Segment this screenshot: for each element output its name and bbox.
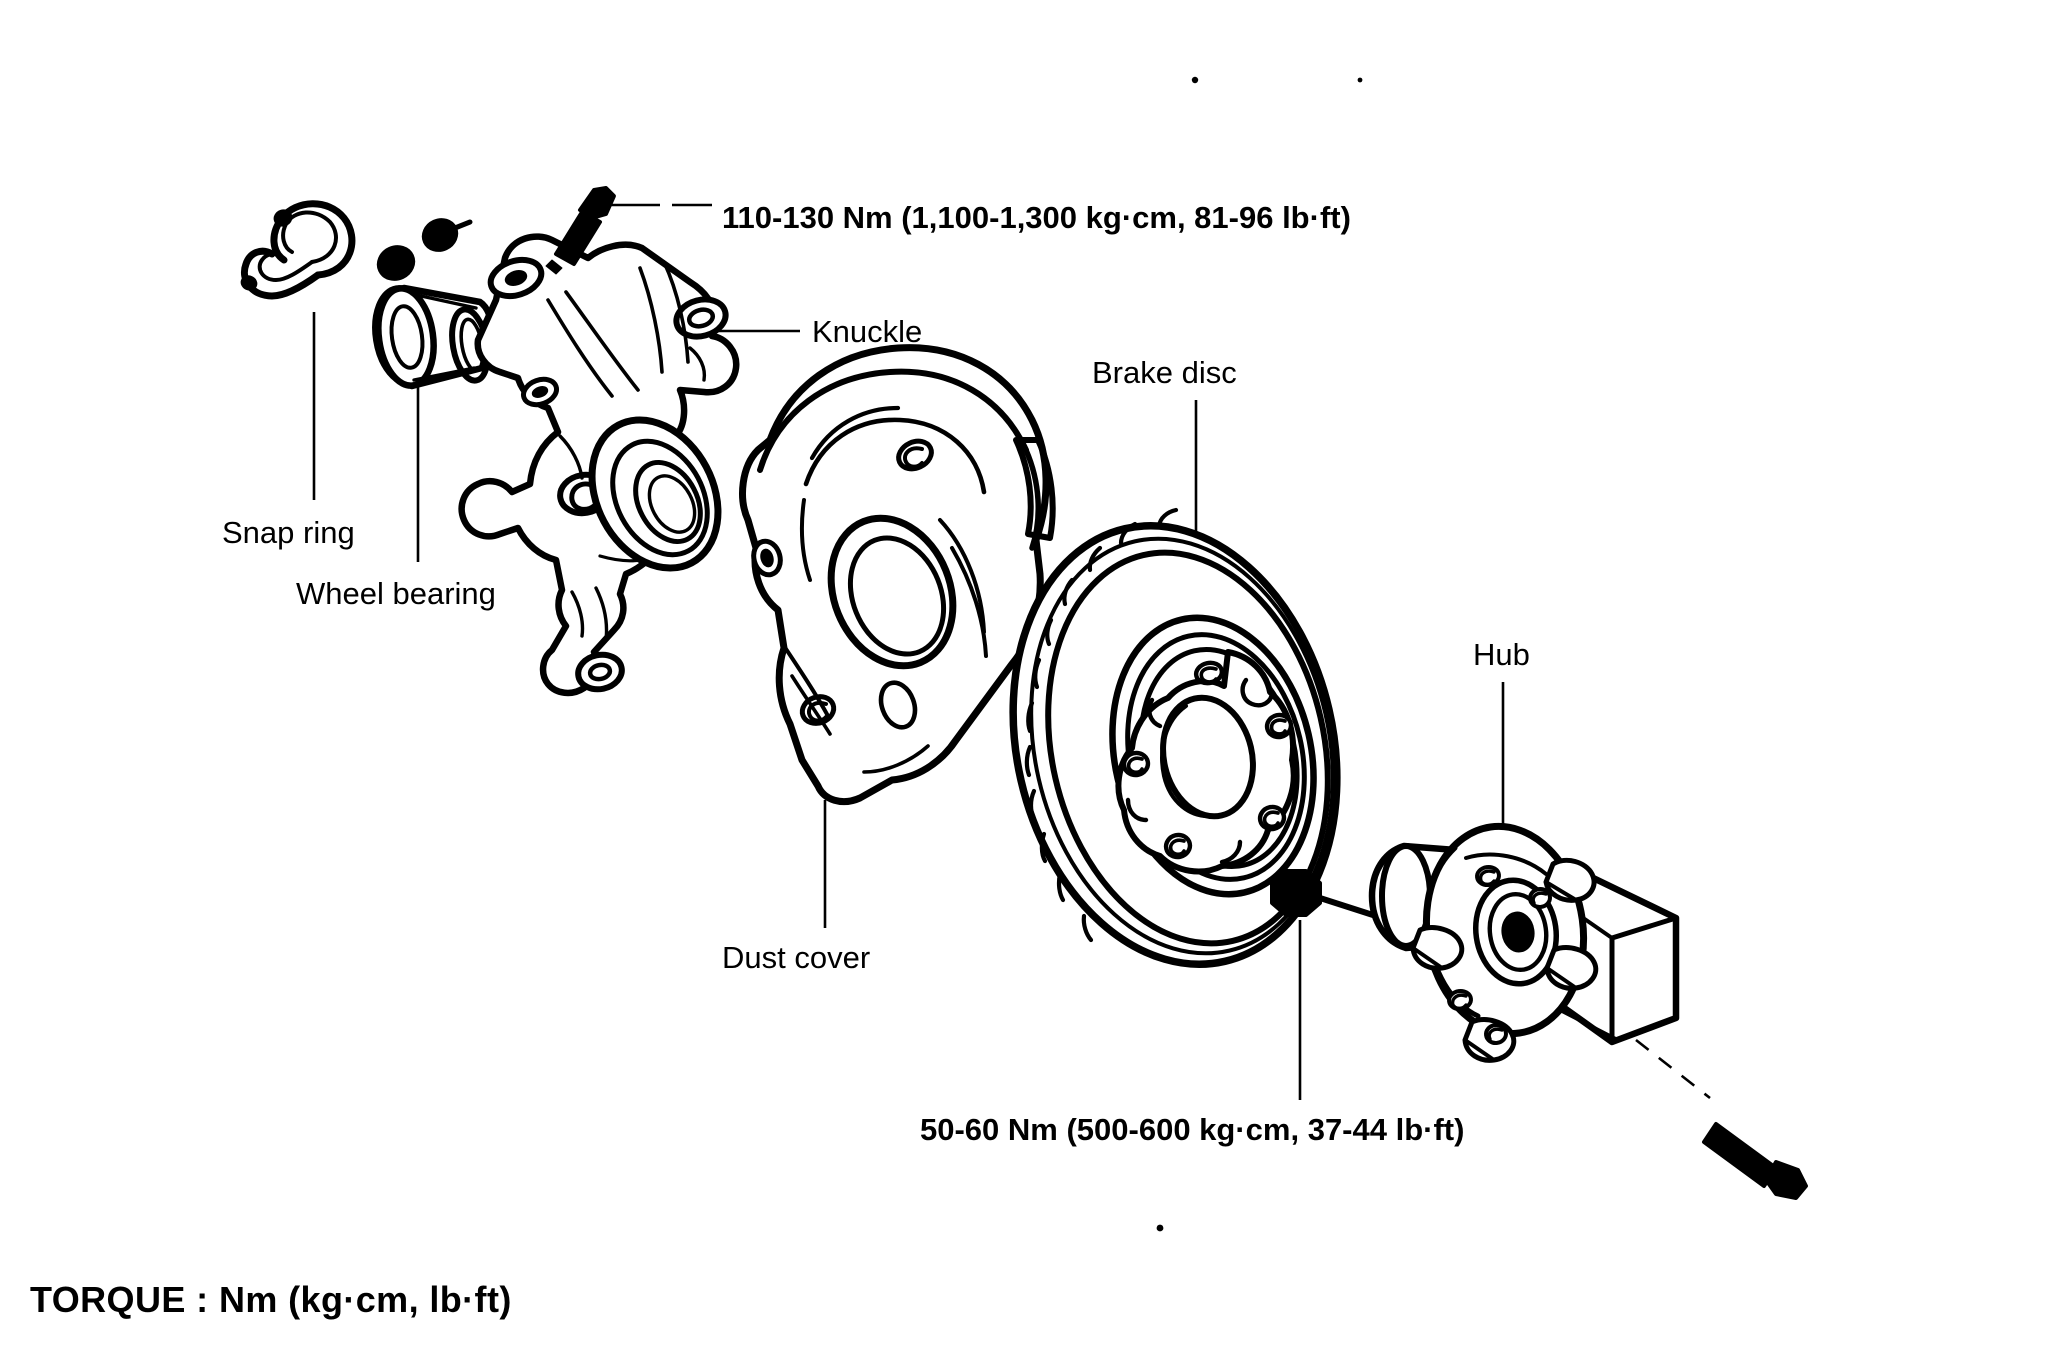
hub-bolt-part [1635,1038,1808,1200]
hub-part [1368,822,1680,1063]
brake-disc-label: Brake disc [1092,355,1237,390]
torque-units-note: TORQUE : Nm (kg·cm, lb·ft) [30,1279,512,1320]
knuckle-part [458,233,740,697]
knuckle-label: Knuckle [812,314,922,349]
rotor-lug-holes [1121,660,1294,860]
hub-nut-torque-label: 50-60 Nm (500-600 kg·cm, 37-44 lb·ft) [920,1112,1464,1147]
knuckle-bolt-part [545,186,616,275]
hub-wheel-studs [1410,857,1599,1063]
leader-lines [312,203,1505,1100]
rotor-vane-slots [1024,507,1179,943]
print-speck-top-2 [1357,77,1363,83]
small-bolts-part [376,218,473,281]
hub-label: Hub [1473,637,1530,672]
knuckle-bolt-torque-label: 110-130 Nm (1,100-1,300 kg·cm, 81-96 lb·… [722,200,1351,235]
dust-cover-part [739,344,1056,805]
brake-disc-part [1009,507,1341,968]
snap-ring-part [240,200,356,300]
wheel-bearing-label: Wheel bearing [296,576,496,611]
dust-cover-label: Dust cover [722,940,870,975]
print-speck-top [1191,76,1199,84]
knuckle-bearing-bore [588,416,722,572]
print-speck-bottom [1156,1224,1164,1232]
snap-ring-label: Snap ring [222,515,355,550]
wheel-bearing-part [372,284,497,390]
